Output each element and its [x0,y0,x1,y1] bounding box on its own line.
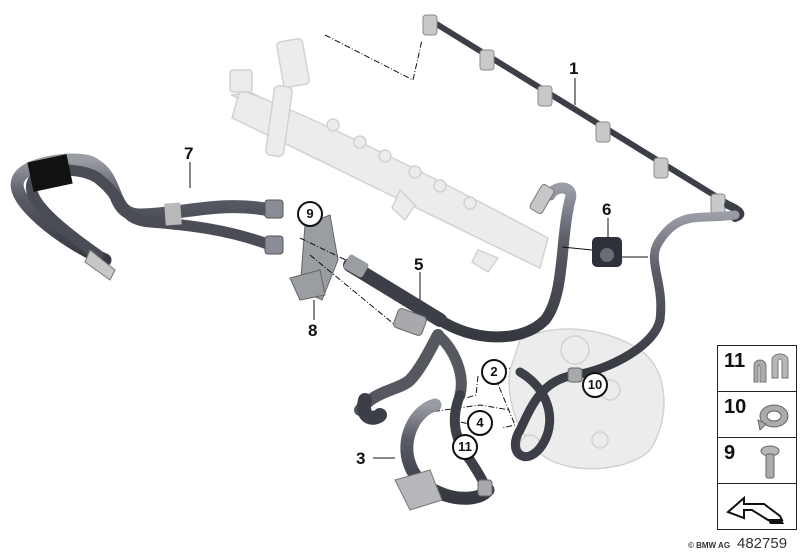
clip-bracket-part-8 [289,214,339,301]
hose-part-7 [10,153,284,281]
hose-pump-return [510,210,740,462]
figure-number: 482759 [737,535,788,552]
screw-icon [760,445,780,479]
guide-line-injector [324,34,423,81]
parts-legend: 11 10 9 [717,345,797,530]
legend-number: 9 [724,442,736,464]
hose-clamp-icon [757,404,789,432]
grommet-part-6 [561,237,648,267]
callout-4[interactable]: 4 [467,410,493,436]
direction-arrow-icon [726,495,784,524]
callout-1[interactable]: 1 [569,59,579,78]
callout-6[interactable]: 6 [602,200,612,219]
callout-8[interactable]: 8 [308,321,318,340]
legend-item-10[interactable]: 10 [718,392,796,438]
callout-7[interactable]: 7 [184,144,194,163]
legend-item-11[interactable]: 11 [718,346,796,392]
callout-2[interactable]: 2 [481,359,507,385]
leak-off-line-part-1 [422,14,745,222]
legend-item-9[interactable]: 9 [718,438,796,484]
legend-item-arrow[interactable] [718,484,796,529]
leader-lines [189,78,609,459]
callout-9[interactable]: 9 [297,201,323,227]
copyright-text: © BMW AG [688,541,731,550]
hose-part-5 [343,182,577,343]
callout-11[interactable]: 11 [452,434,478,460]
hose-part-3 [354,329,495,511]
callout-5[interactable]: 5 [414,255,424,274]
legend-number: 10 [724,396,747,418]
clip-icon [753,353,789,383]
callout-10[interactable]: 10 [582,372,608,398]
fuel-rail-ghost [229,37,549,274]
legend-number: 11 [724,350,746,372]
callout-3[interactable]: 3 [356,449,366,468]
